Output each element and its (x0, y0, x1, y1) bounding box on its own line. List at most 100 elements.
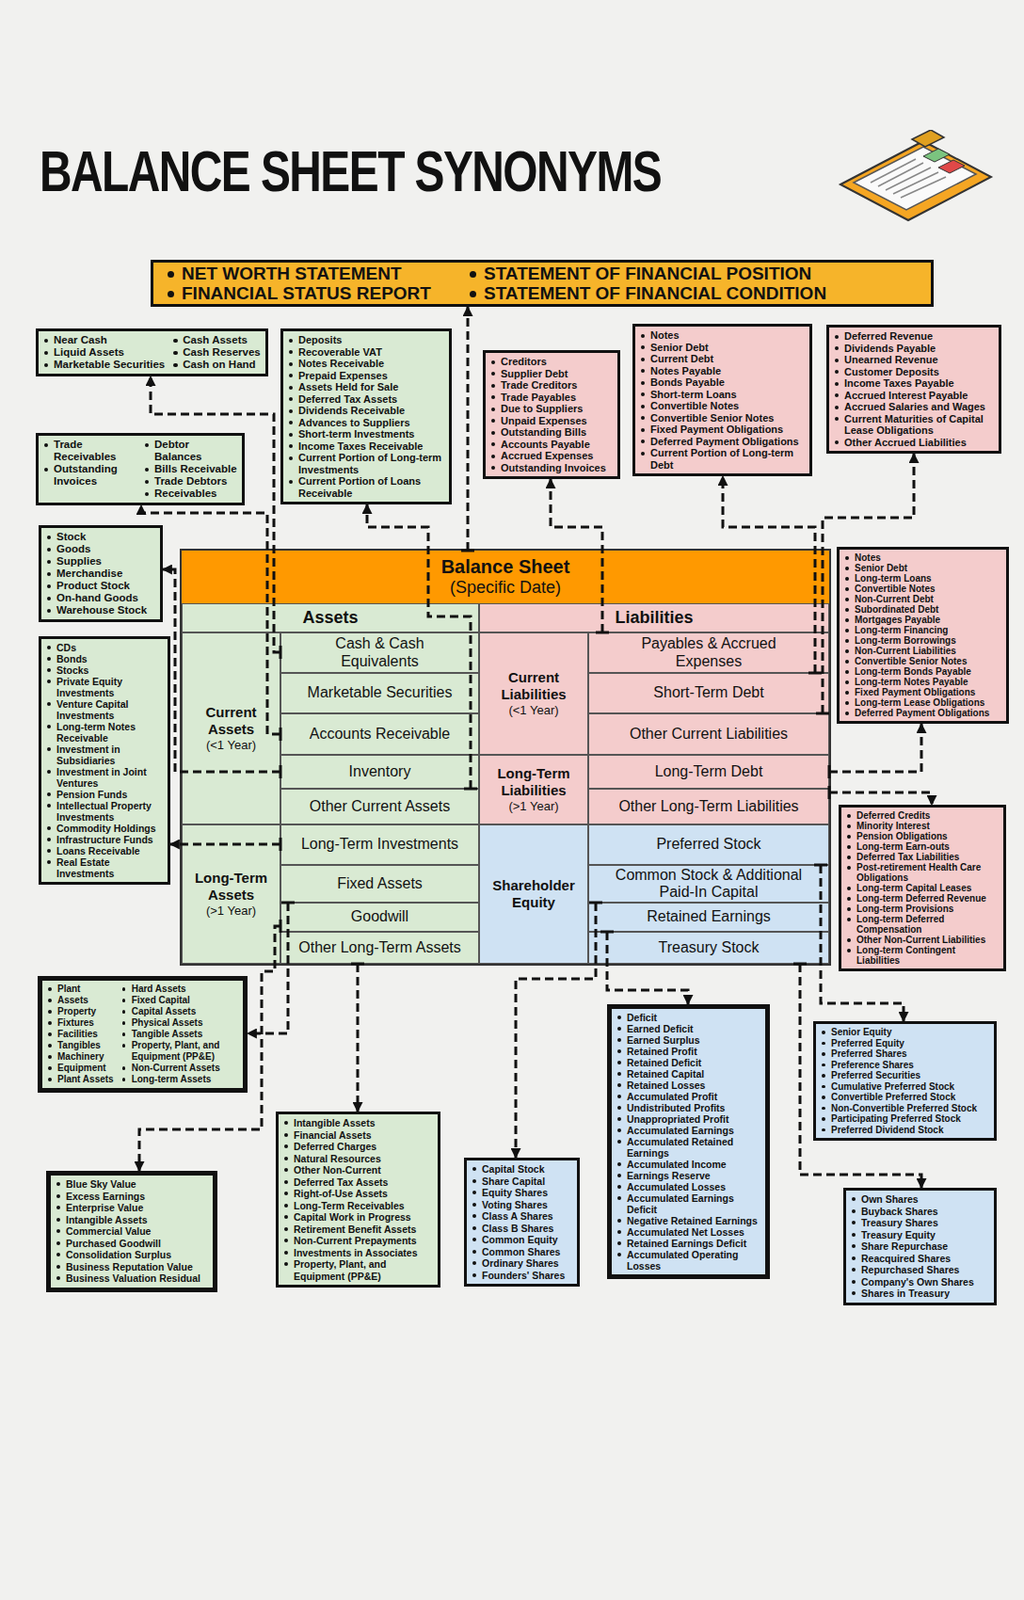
clipboard-clip (912, 129, 944, 147)
list-item: Short-term Investments (288, 428, 445, 441)
connector-line (829, 723, 922, 772)
synonym-box: NotesSenior DebtCurrent DebtNotes Payabl… (632, 323, 813, 477)
synonym-box: Near CashLiquid AssetsMarketable Securit… (35, 328, 269, 377)
list-item: Accounts Payable (490, 438, 613, 451)
list-item: Preferred Equity (820, 1038, 990, 1050)
list-item: Private Equity Investments (46, 675, 163, 699)
synonym-box: CDsBondsStocksPrivate Equity Investments… (38, 636, 171, 885)
list-item: Subordinated Debt (844, 604, 1002, 615)
table-title: Balance Sheet (441, 555, 571, 578)
list-item: Outstanding Invoices (43, 463, 137, 488)
list-item: Debtor Balances (144, 438, 238, 464)
list-item: Right-of-Use Assets (283, 1187, 433, 1200)
list-item: Founders' Shares (471, 1269, 573, 1282)
clipboard-icon (832, 129, 998, 224)
list-item: Notes (844, 552, 1002, 563)
cell-text: Treasury Stock (658, 939, 760, 957)
list-item: Long-term Provisions (846, 903, 999, 914)
connector-line (466, 306, 470, 551)
list-item: Equipment (47, 1062, 114, 1074)
list-item: NET WORTH STATEMENT (166, 263, 432, 284)
list-item: Tangible Assets (121, 1028, 239, 1040)
list-item: Physical Assets (121, 1017, 239, 1029)
section-name: Long-Term Liabilities (483, 765, 584, 800)
cell-text: Goodwill (351, 908, 409, 926)
list-item: Investment in Subsidiaries (46, 743, 163, 767)
list-item: CDs (46, 641, 163, 654)
table-cell: Preferred Stock (588, 824, 830, 865)
list-item: Participating Preferred Stock (820, 1113, 990, 1125)
list-item: Convertible Senior Notes (640, 412, 805, 425)
synonym-box: Intangible AssetsFinancial AssetsDeferre… (275, 1111, 441, 1288)
list-item: Bills Receivable (144, 463, 238, 476)
list-columns: NET WORTH STATEMENTFINANCIAL STATUS REPO… (166, 263, 922, 304)
table-cell: Retained Earnings (588, 902, 830, 932)
list-item: Liquid Assets (43, 346, 165, 359)
synonym-box: Deferred RevenueDividends PayableUnearne… (826, 324, 1002, 454)
list-item: Long-term Contingent Liabilities (846, 944, 999, 966)
list-item: Customer Deposits (833, 366, 994, 379)
list-item: Prepaid Expenses (288, 369, 445, 383)
synonym-box: Capital StockShare CapitalEquity SharesV… (464, 1157, 580, 1287)
table-cell: Payables & Accrued Expenses (588, 632, 830, 673)
list-item: Accumulated Earnings Deficit (616, 1192, 761, 1216)
list-item: Non-Current Assets (121, 1062, 239, 1074)
list-item: Receivables (144, 487, 238, 500)
list-item: Accumulated Net Losses (616, 1226, 761, 1238)
list-item: Current Maturities of Capital Lease Obli… (833, 413, 994, 437)
list-item: Commodity Holdings (46, 822, 163, 834)
list-item: Senior Debt (640, 341, 805, 354)
list-item: Current Portion of Long-term Debt (640, 447, 805, 471)
period-note: (<1 Year) (206, 737, 256, 754)
list-item: Advances to Suppliers (288, 416, 445, 430)
list-item: Voting Shares (471, 1199, 573, 1212)
list-item: Facilities (47, 1028, 114, 1040)
list-item: Intangible Assets (55, 1214, 208, 1227)
cell-text: Retained Earnings (646, 908, 771, 926)
table-cell: Inventory (280, 754, 480, 789)
list-item: Dividends Receivable (288, 404, 445, 417)
list-columns: Near CashLiquid AssetsMarketable Securit… (43, 334, 261, 371)
list-item: Creditors (490, 355, 613, 368)
list-item: Deferred Payment Obligations (844, 707, 1002, 719)
synonym-box: DepositsRecoverable VATNotes ReceivableP… (280, 328, 452, 505)
section-name: Current Assets (186, 704, 276, 738)
cell-text: Fixed Assets (336, 875, 423, 893)
synonym-box: CreditorsSupplier DebtTrade CreditorsTra… (482, 350, 621, 480)
list-item: Other Non-Current Liabilities (846, 934, 999, 945)
cell-text: Other Current Assets (309, 798, 450, 816)
synonym-box: NotesSenior DebtLong-term LoansConvertib… (836, 546, 1009, 724)
list-item: Notes Payable (640, 365, 805, 378)
list-item: Financial Assets (283, 1129, 433, 1142)
list-columns: Trade ReceivablesOutstanding InvoicesDeb… (43, 438, 238, 500)
red-mark (938, 160, 965, 174)
list-item: Intangible Assets (283, 1117, 433, 1130)
list-item: Warehouse Stock (46, 604, 156, 617)
cell-text: Accounts Receivable (309, 725, 450, 743)
list-item: Mortgages Payable (844, 614, 1002, 625)
list-item: Ordinary Shares (471, 1257, 573, 1270)
dashed-connector (829, 723, 922, 779)
header-box: NET WORTH STATEMENTFINANCIAL STATUS REPO… (150, 259, 934, 307)
list-item: Plant Assets (47, 1073, 114, 1086)
list-item: Trade Payables (490, 391, 613, 404)
connector-line (356, 963, 360, 1112)
list-item: Retained Deficit (616, 1056, 761, 1069)
synonym-box: Own SharesBuyback SharesTreasury SharesT… (843, 1187, 997, 1306)
list-item: Deposits (288, 334, 445, 347)
list-item: Goods (46, 543, 156, 556)
section-label: Shareholder Equity (479, 824, 589, 964)
dashed-connector (461, 306, 475, 551)
list-item: Fixed Payment Obligations (844, 687, 1002, 698)
list-item: Near Cash (43, 334, 165, 347)
section-label: Long-Term Assets(>1 Year) (181, 824, 281, 964)
table-cell: Treasury Stock (588, 931, 830, 964)
cell-text: Preferred Stock (656, 835, 761, 853)
table-cell: Marketable Securities (280, 672, 480, 714)
list-item: Share Repurchase (850, 1240, 990, 1253)
list-item: Pension Funds (46, 788, 163, 800)
list-item: Minority Interest (846, 820, 999, 832)
list-item: Retained Capital (616, 1068, 761, 1080)
list-item: Deferred Payment Obligations (640, 435, 805, 448)
list-item: Due to Suppliers (490, 402, 613, 416)
